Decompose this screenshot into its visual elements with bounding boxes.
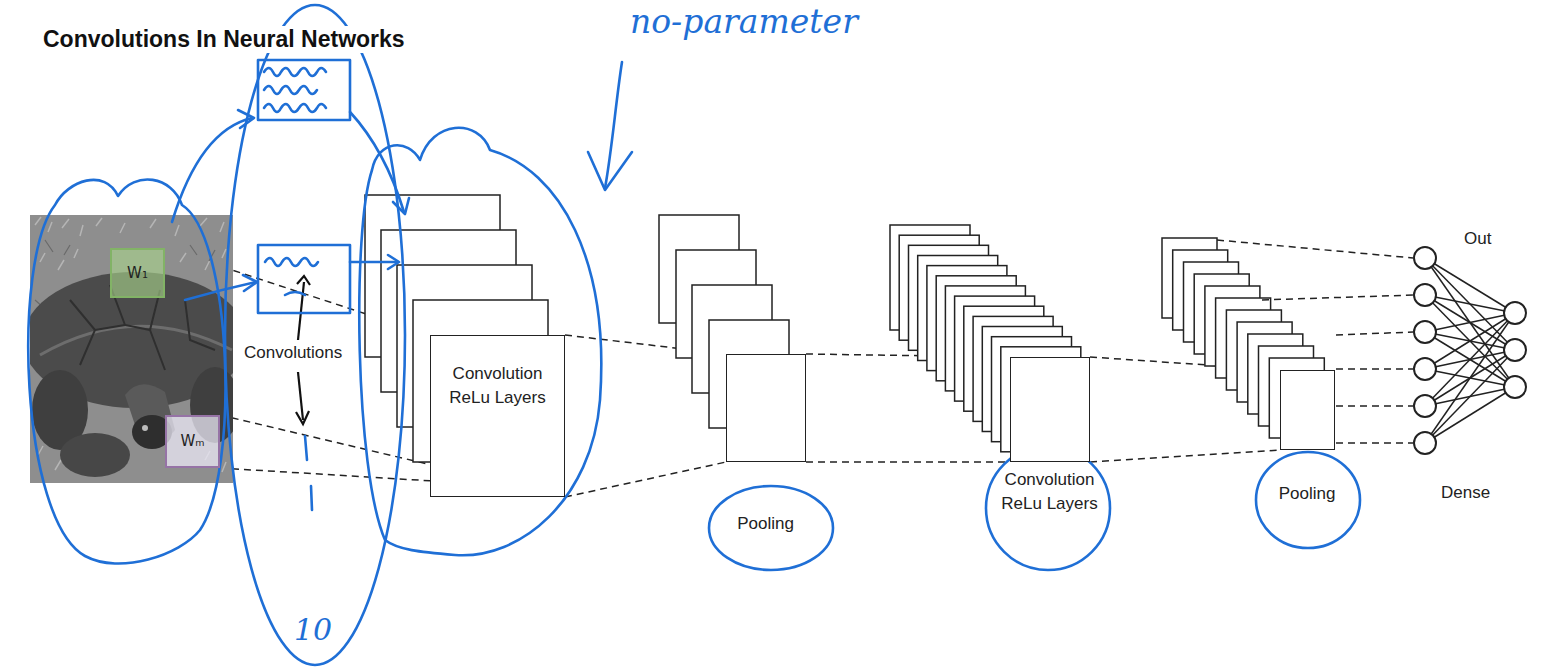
handwritten-annotation bbox=[28, 5, 1360, 665]
dense-weights bbox=[1425, 258, 1515, 443]
layer-label: Dense bbox=[1441, 483, 1490, 503]
filter-window: Wₘ bbox=[165, 415, 220, 468]
conv-relu-layer: Convolution ReLu Layers bbox=[430, 335, 565, 497]
conv-relu-layer: Convolution ReLu Layers bbox=[1010, 357, 1090, 462]
pooling-layer: Pooling bbox=[1280, 370, 1335, 450]
layer-label: Pooling bbox=[1257, 482, 1357, 506]
neuron bbox=[1414, 247, 1526, 454]
pooling-layer: Pooling bbox=[726, 354, 806, 462]
turtle-photo bbox=[30, 215, 233, 483]
layer-label: Wₘ bbox=[180, 431, 204, 452]
handwritten-number: 10 bbox=[294, 612, 332, 647]
filter-window: W₁ bbox=[110, 248, 165, 298]
output-label: Out bbox=[1464, 229, 1491, 249]
layer-label: W₁ bbox=[127, 263, 148, 284]
operation-label: Convolutions bbox=[242, 343, 344, 363]
layer-label: Convolution ReLu Layers bbox=[995, 468, 1105, 516]
handwritten-note: no-parameter bbox=[630, 2, 858, 41]
diagram-title: Convolutions In Neural Networks bbox=[40, 26, 408, 53]
layer-label: Pooling bbox=[716, 512, 816, 536]
layer-label: Convolution ReLu Layers bbox=[445, 362, 550, 410]
